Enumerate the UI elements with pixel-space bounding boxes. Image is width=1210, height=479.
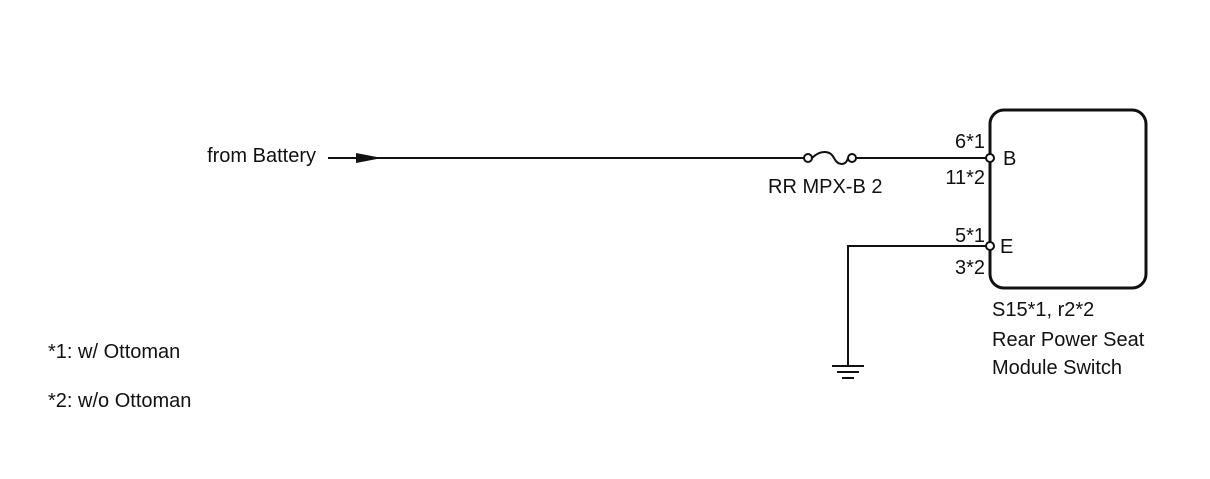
component-name-line1: Rear Power Seat [992, 329, 1145, 351]
pin-e-terminal [985, 241, 995, 251]
component-box [988, 108, 1148, 290]
pin-b-name: B [1003, 148, 1017, 170]
fuse-symbol [803, 151, 857, 165]
ground-symbol-icon [832, 365, 864, 379]
pin-b-number-top: 6*1 [954, 131, 985, 153]
pin-e-number-bottom: 3*2 [954, 257, 985, 279]
pin-e-name: E [1000, 236, 1014, 258]
pin-b-number-bottom: 11*2 [945, 167, 985, 189]
wire-pin-e-to-ground [847, 245, 986, 366]
fuse-label: RR MPX-B 2 [768, 176, 883, 198]
source-label: from Battery [207, 145, 316, 167]
note-2: *2: w/o Ottoman [48, 390, 192, 412]
note-1: *1: w/ Ottoman [48, 341, 181, 363]
pin-b-terminal [985, 153, 995, 163]
pin-e-number-top: 5*1 [954, 225, 985, 247]
component-id: S15*1, r2*2 [992, 299, 1095, 321]
component-name-line2: Module Switch [992, 357, 1123, 379]
